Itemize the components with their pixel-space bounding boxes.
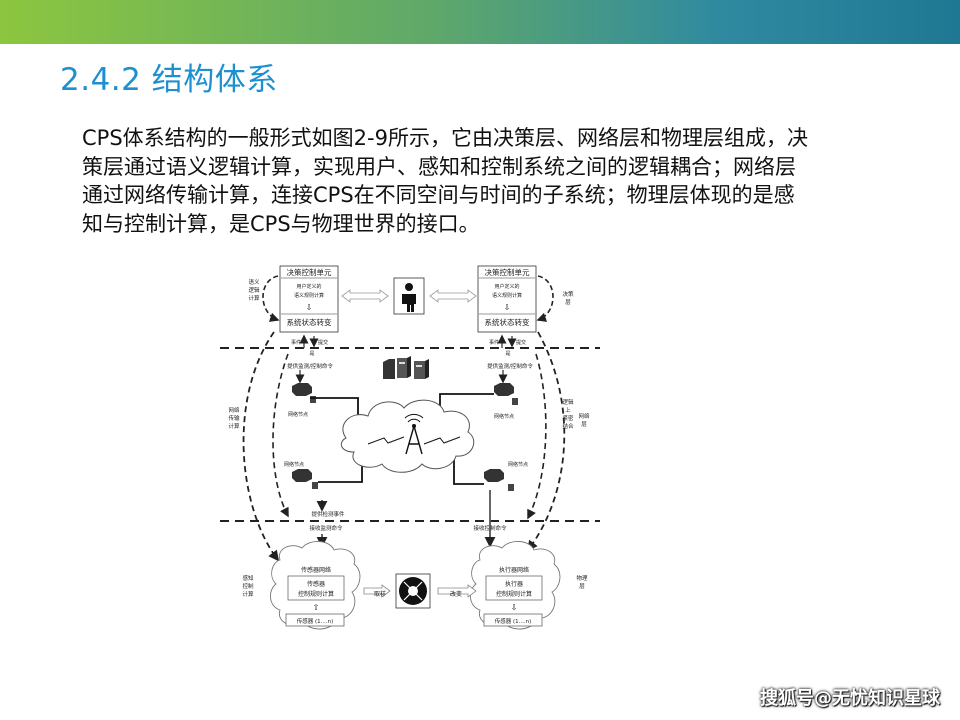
left-is-label: 是: [309, 351, 314, 357]
decision-unit-left-line1: 用户定义的: [296, 283, 321, 290]
svg-text:提交: 提交: [516, 339, 526, 346]
decision-unit-right-title: 决策控制单元: [485, 267, 530, 277]
side-label-sensing-control: 感知 控制 计算: [242, 574, 254, 598]
svg-text:事件: 事件: [489, 339, 499, 346]
sensor-box-line1: 传感器: [307, 580, 325, 588]
decision-unit-right-line2: 语义规则计算: [492, 292, 522, 299]
network-curve-inner-left: [272, 353, 289, 518]
user-exchange-arrow-left: [341, 289, 389, 303]
svg-text:传输: 传输: [228, 414, 240, 422]
lightning-link-left: [367, 436, 405, 445]
network-node-top-left: 网络节点: [288, 383, 316, 418]
provide-detect-event: 提供检测事件: [311, 510, 345, 518]
right-is-label: 是: [505, 351, 510, 357]
side-label-logic-coupling: 逻辑 上 紧密 结合: [562, 398, 574, 430]
decision-unit-right-bottom: 系统状态转变: [485, 317, 530, 327]
receive-monitor-command: 接收监测命令: [309, 524, 343, 532]
logic-coupling-curve-right: [526, 331, 566, 552]
actuator-box-line2: 控制规则计算: [496, 590, 532, 598]
svg-text:逻辑: 逻辑: [248, 286, 260, 294]
svg-text:逻辑: 逻辑: [562, 398, 574, 406]
decision-unit-right: 决策控制单元 用户定义的 语义规则计算 ⇩ 系统状态转变: [477, 265, 537, 333]
user-exchange-arrow-right: [429, 289, 477, 303]
svg-text:网络节点: 网络节点: [508, 461, 528, 468]
svg-text:⇧: ⇧: [313, 603, 320, 612]
semantic-loop-arrow-right: [536, 275, 554, 322]
actuator-network: 执行器网络 执行器 控制规则计算 ⇩ 传感器 (1....n): [470, 541, 561, 630]
decision-unit-left-title: 决策控制单元: [287, 267, 332, 277]
lightning-link-right: [423, 436, 461, 445]
svg-text:物理: 物理: [576, 574, 588, 582]
wireless-tower-icon: [404, 413, 424, 455]
network-node-top-right: 网络节点: [494, 383, 518, 420]
svg-text:⇩: ⇩: [504, 303, 511, 312]
side-label-network-layer: 网络 层: [578, 412, 590, 428]
svg-text:紧密: 紧密: [562, 414, 574, 422]
sensor-box-line2: 控制规则计算: [298, 590, 334, 598]
network-curve-inner-right: [527, 353, 547, 520]
svg-text:层: 层: [565, 299, 571, 306]
svg-text:⇩: ⇩: [306, 303, 313, 312]
decision-unit-left: 决策控制单元 用户定义的 语义规则计算 ⇩ 系统状态转变: [279, 265, 339, 333]
actuator-network-title: 执行器网络: [499, 566, 529, 574]
side-label-physical-layer: 物理 层: [576, 574, 588, 590]
user-icon: [393, 277, 425, 315]
provide-command-right: 提供监测/控制命令: [487, 362, 533, 370]
svg-text:网络节点: 网络节点: [494, 413, 514, 420]
slide-title: 2.4.2 结构体系: [60, 62, 278, 98]
svg-text:提交: 提交: [318, 339, 328, 346]
svg-text:网络: 网络: [578, 412, 590, 420]
actuator-range: 传感器 (1....n): [495, 617, 532, 625]
side-label-network-transfer: 网络 传输 计算: [228, 406, 240, 430]
svg-text:层: 层: [579, 583, 585, 590]
decision-unit-right-line1: 用户定义的: [494, 283, 519, 290]
provide-command-left: 提供监测/控制命令: [287, 362, 333, 370]
logic-coupling-curve-left: [242, 331, 280, 562]
svg-text:控制: 控制: [242, 582, 254, 590]
svg-text:计算: 计算: [242, 590, 254, 598]
network-node-bottom-right: 网络节点: [484, 461, 528, 491]
watermark: 搜狐号@无忧知识星球: [760, 688, 940, 709]
svg-text:感知: 感知: [242, 574, 253, 582]
side-label-decision-layer: 决策 层: [562, 290, 574, 306]
change-label: 改变: [450, 590, 462, 598]
event-submit-left: 事件 提交: [291, 334, 328, 348]
physical-world-icon: [395, 573, 431, 609]
cps-architecture-diagram: 决策控制单元 用户定义的 语义规则计算 ⇩ 系统状态转变 决策控制单元 用户定义…: [220, 265, 600, 630]
svg-text:语义: 语义: [248, 278, 260, 286]
event-submit-right: 事件 提交: [489, 334, 526, 348]
sensor-network-title: 传感器网络: [301, 566, 331, 574]
svg-text:网络节点: 网络节点: [288, 411, 308, 418]
svg-text:层: 层: [581, 421, 587, 428]
network-node-bottom-left: 网络节点: [284, 461, 318, 489]
svg-text:计算: 计算: [228, 422, 240, 430]
sample-label: 取样: [374, 590, 386, 598]
svg-text:网络: 网络: [228, 406, 240, 414]
svg-text:结合: 结合: [562, 422, 574, 430]
svg-text:事件: 事件: [291, 339, 301, 346]
change-arrow: [437, 584, 477, 598]
svg-text:⇩: ⇩: [511, 603, 518, 612]
decision-unit-left-line2: 语义规则计算: [294, 292, 324, 299]
header-gradient-bar: [0, 0, 960, 44]
sensor-network: 传感器网络 传感器 控制规则计算 ⇧ 传感器 (1....n): [270, 541, 361, 630]
semantic-loop-arrow-left: [262, 275, 280, 322]
svg-text:上: 上: [565, 406, 571, 414]
svg-text:计算: 计算: [248, 294, 260, 302]
sample-arrow: [363, 584, 391, 598]
network-cloud: [340, 399, 475, 473]
actuator-box-line1: 执行器: [505, 580, 523, 588]
sensor-range: 传感器 (1....n): [297, 617, 334, 625]
server-icon: [383, 356, 429, 379]
decision-unit-left-bottom: 系统状态转变: [287, 317, 332, 327]
svg-text:决策: 决策: [562, 290, 574, 298]
slide-paragraph: CPS体系结构的一般形式如图2-9所示，它由决策层、网络层和物理层组成，决策层通…: [82, 126, 808, 236]
side-label-semantic-logic: 语义 逻辑 计算: [248, 278, 260, 302]
svg-text:网络节点: 网络节点: [284, 461, 304, 468]
